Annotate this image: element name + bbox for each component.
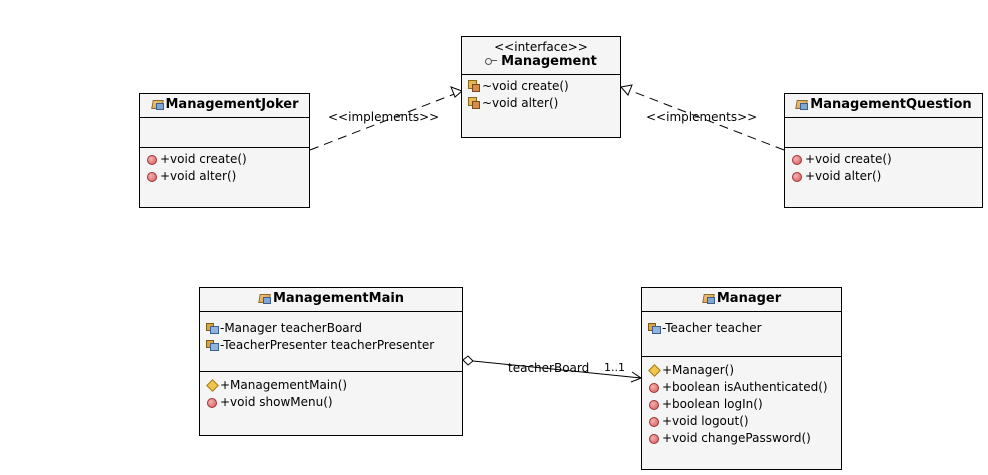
class-management-joker-box[interactable]: ManagementJoker +void create() +void alt…	[139, 93, 310, 208]
method-row: ~void alter()	[468, 95, 614, 112]
implements-line-joker	[309, 90, 463, 151]
method-row: +void logout()	[648, 413, 835, 430]
method-text: +void create()	[805, 152, 892, 166]
class-name: ManagementQuestion	[810, 97, 972, 112]
implements-arrowhead-right	[620, 84, 633, 96]
class-management-question-box[interactable]: ManagementQuestion +void create() +void …	[784, 93, 983, 208]
class-header: ManagementQuestion	[785, 94, 982, 118]
public-method-icon	[791, 153, 802, 165]
class-fields: -Teacher teacher	[642, 312, 841, 357]
method-text: +void create()	[160, 152, 247, 166]
class-icon	[151, 98, 164, 110]
implements-label-left: <<implements>>	[328, 110, 440, 124]
method-text: ~void alter()	[482, 96, 559, 110]
class-icon	[258, 292, 271, 304]
interface-name: Management	[501, 54, 597, 69]
interface-icon	[485, 55, 498, 66]
method-text: +ManagementMain()	[220, 378, 348, 392]
class-manager-box[interactable]: Manager -Teacher teacher +Manager() +boo…	[641, 287, 842, 470]
method-row: +void showMenu()	[206, 394, 456, 411]
class-fields	[785, 118, 982, 148]
method-text: +void changePassword()	[662, 431, 811, 445]
public-method-icon	[648, 398, 659, 410]
public-method-icon	[648, 415, 659, 427]
class-icon	[795, 98, 809, 110]
method-row: +void alter()	[791, 168, 976, 185]
field-text: -Manager teacherBoard	[220, 321, 362, 335]
method-row: +void changePassword()	[648, 430, 835, 447]
class-name: Manager	[716, 291, 782, 306]
class-methods: +void create() +void alter()	[140, 148, 309, 188]
class-methods: +Manager() +boolean isAuthenticated() +b…	[642, 357, 841, 450]
field-row: -Manager teacherBoard	[206, 320, 456, 337]
field-row: -TeacherPresenter teacherPresenter	[206, 337, 456, 354]
public-method-icon	[206, 396, 217, 408]
method-row: +void create()	[791, 151, 976, 168]
class-header: ManagementMain	[200, 288, 462, 312]
constructor-icon	[206, 379, 217, 390]
public-method-icon	[648, 381, 659, 393]
method-row: +boolean logIn()	[648, 396, 835, 413]
package-method-icon	[468, 97, 480, 109]
association-line	[462, 359, 642, 379]
method-row: +boolean isAuthenticated()	[648, 379, 835, 396]
interface-header: <<interface>> Management	[462, 37, 620, 75]
field-row: -Teacher teacher	[648, 320, 835, 337]
class-management-main-box[interactable]: ManagementMain -Manager teacherBoard -Te…	[199, 287, 463, 436]
class-header: Manager	[642, 288, 841, 312]
class-methods: +ManagementMain() +void showMenu()	[200, 372, 462, 414]
method-text: ~void create()	[482, 79, 569, 93]
association-multiplicity-label: 1..1	[604, 361, 625, 374]
package-method-icon	[468, 80, 480, 92]
method-row: +Manager()	[648, 362, 835, 379]
method-text: +void showMenu()	[220, 395, 333, 409]
method-text: +void logout()	[662, 414, 749, 428]
method-text: +void alter()	[160, 169, 237, 183]
field-text: -TeacherPresenter teacherPresenter	[220, 338, 435, 352]
public-method-icon	[146, 170, 157, 182]
public-method-icon	[791, 170, 802, 182]
private-field-icon	[206, 322, 219, 334]
method-row: +void alter()	[146, 168, 303, 185]
class-fields: -Manager teacherBoard -TeacherPresenter …	[200, 312, 462, 372]
method-text: +boolean isAuthenticated()	[662, 380, 828, 394]
class-header: ManagementJoker	[140, 94, 309, 118]
public-method-icon	[146, 153, 157, 165]
association-role-label: teacherBoard	[508, 361, 590, 375]
private-field-icon	[648, 322, 661, 334]
class-name: ManagementMain	[272, 291, 405, 306]
implements-arrowhead-left	[450, 86, 463, 98]
method-text: +boolean logIn()	[662, 397, 763, 411]
class-icon	[702, 292, 715, 304]
interface-methods: ~void create() ~void alter()	[462, 75, 620, 130]
private-field-icon	[206, 339, 219, 351]
class-fields	[140, 118, 309, 148]
constructor-icon	[648, 364, 659, 375]
method-row: +ManagementMain()	[206, 377, 456, 394]
interface-stereotype: <<interface>>	[494, 40, 588, 54]
class-methods: +void create() +void alter()	[785, 148, 982, 188]
interface-management-box[interactable]: <<interface>> Management ~void create() …	[461, 36, 621, 138]
method-row: ~void create()	[468, 78, 614, 95]
public-method-icon	[648, 432, 659, 444]
method-row: +void create()	[146, 151, 303, 168]
aggregation-diamond	[462, 355, 474, 366]
implements-label-right: <<implements>>	[646, 110, 758, 124]
field-text: -Teacher teacher	[662, 321, 762, 335]
class-name: ManagementJoker	[165, 97, 299, 112]
method-text: +void alter()	[805, 169, 882, 183]
method-text: +Manager()	[662, 363, 735, 377]
